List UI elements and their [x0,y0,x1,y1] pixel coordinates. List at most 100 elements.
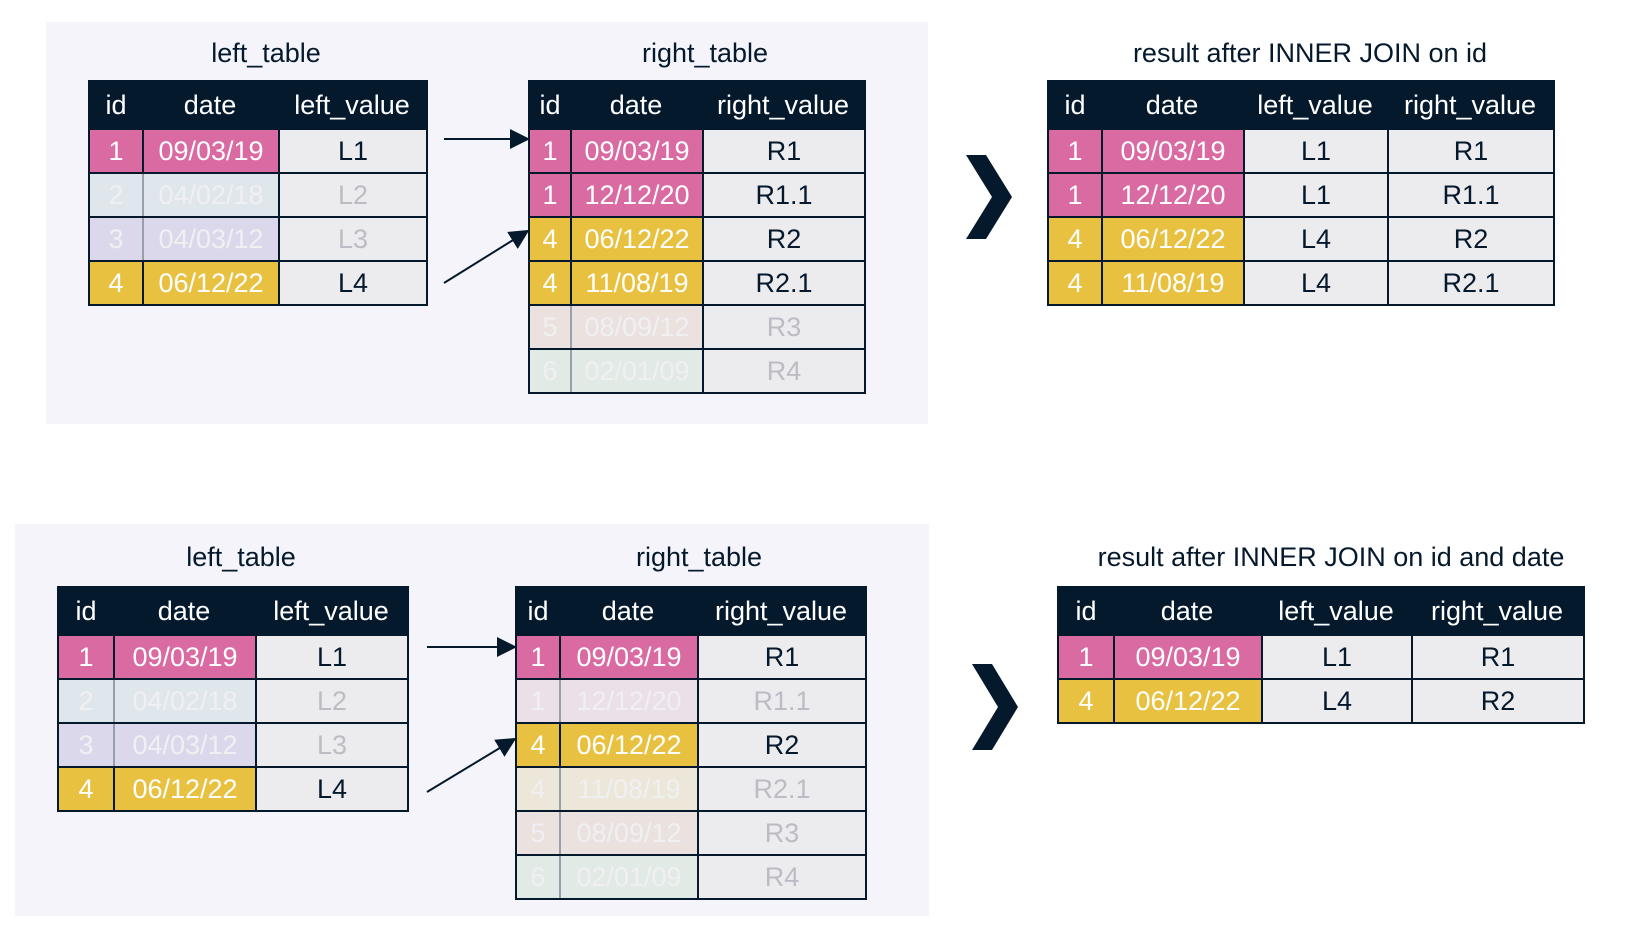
date-cell: 06/12/22 [1101,218,1243,260]
column-header: date [183,89,237,120]
id-cell: 1 [530,174,570,216]
date-cell: 06/12/22 [559,724,697,766]
date-cell: 11/08/19 [570,262,702,304]
date-cell: 04/03/12 [142,218,278,260]
date-cell: 12/12/20 [1101,174,1243,216]
value-cell: L1 [1243,130,1387,172]
id-cell: 6 [530,350,570,392]
bottom-right-table-title: right_table [635,542,763,572]
value-cell: R2.1 [1387,262,1553,304]
date-cell: 06/12/22 [113,768,255,810]
id-cell: 1 [1059,636,1113,678]
id-cell: 3 [59,724,113,766]
id-cell: 3 [90,218,142,260]
table-header-row: id date left_value [59,588,407,634]
value-cell: L1 [255,636,407,678]
date-cell: 02/01/09 [570,350,702,392]
value-cell: L1 [278,130,426,172]
value-cell: L4 [1243,262,1387,304]
value-cell: R2.1 [702,262,864,304]
value-cell: L1 [1261,636,1411,678]
bottom-result-table-title: result after INNER JOIN on id and date [1097,542,1565,572]
column-header: id [75,595,97,626]
value-cell: R1 [697,636,865,678]
id-cell: 5 [530,306,570,348]
date-cell: 09/03/19 [142,130,278,172]
chevron-right-icon [972,664,1018,750]
value-cell: R2 [702,218,864,260]
top-result-table-title: result after INNER JOIN on id [1132,38,1488,68]
value-cell: R4 [697,856,865,898]
id-cell: 1 [90,130,142,172]
value-cell: R1 [1387,130,1553,172]
column-header: id [105,89,127,120]
id-cell: 1 [517,680,559,722]
top-right-table-title: right_table [641,38,769,68]
value-cell: R3 [702,306,864,348]
column-header: left_value [294,89,410,120]
id-cell: 1 [517,636,559,678]
value-cell: R1.1 [1387,174,1553,216]
id-cell: 2 [59,680,113,722]
value-cell: L3 [255,724,407,766]
id-cell: 4 [517,724,559,766]
date-cell: 09/03/19 [1113,636,1261,678]
date-cell: 08/09/12 [559,812,697,854]
id-cell: 4 [1049,218,1101,260]
id-cell: 1 [1049,130,1101,172]
id-cell: 4 [517,768,559,810]
value-cell: L4 [255,768,407,810]
value-cell: R1 [702,130,864,172]
column-header: left_value [273,595,389,626]
value-cell: L4 [1243,218,1387,260]
id-cell: 4 [530,218,570,260]
column-header: right_value [1430,595,1564,626]
id-cell: 4 [59,768,113,810]
date-cell: 09/03/19 [570,130,702,172]
value-cell: R2 [697,724,865,766]
id-cell: 4 [90,262,142,304]
date-cell: 09/03/19 [113,636,255,678]
column-header: date [1145,89,1199,120]
column-header: right_value [714,595,848,626]
id-cell: 4 [1059,680,1113,722]
value-cell: R2.1 [697,768,865,810]
date-cell: 08/09/12 [570,306,702,348]
id-cell: 4 [1049,262,1101,304]
date-cell: 09/03/19 [1101,130,1243,172]
date-cell: 09/03/19 [559,636,697,678]
column-header: right_value [1403,89,1537,120]
date-cell: 04/02/18 [113,680,255,722]
value-cell: L4 [278,262,426,304]
value-cell: R2 [1387,218,1553,260]
column-header: date [157,595,211,626]
value-cell: L2 [255,680,407,722]
id-cell: 1 [59,636,113,678]
date-cell: 06/12/22 [142,262,278,304]
date-cell: 04/03/12 [113,724,255,766]
value-cell: R1.1 [697,680,865,722]
